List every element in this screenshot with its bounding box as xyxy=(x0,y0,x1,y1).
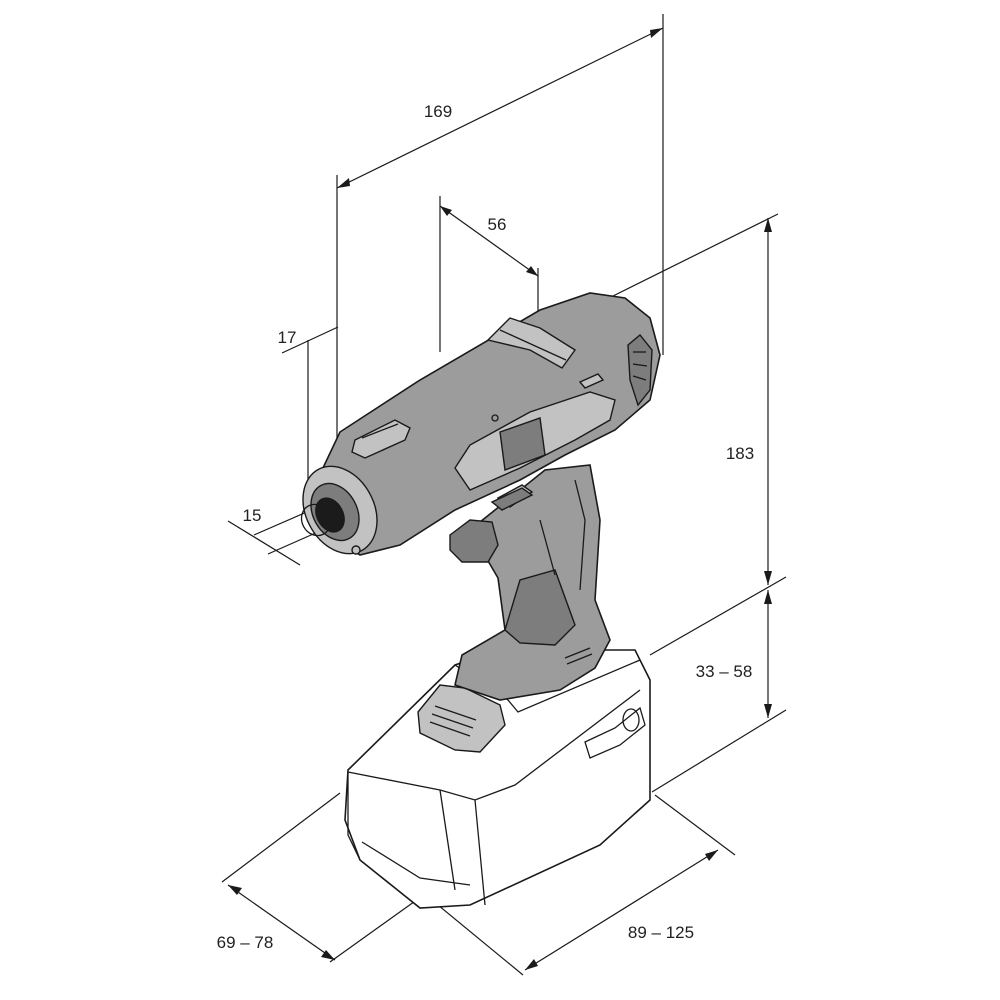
label-depth: 89 – 125 xyxy=(628,923,694,942)
label-chuck-diameter: 15 xyxy=(243,506,262,525)
battery-release-button xyxy=(417,684,506,753)
dimension-labels: 169 56 17 15 183 33 – 58 69 – 78 89 – 12… xyxy=(217,102,755,952)
tool-housing xyxy=(317,292,661,556)
label-chuck-offset: 17 xyxy=(278,328,297,347)
tool-handle xyxy=(449,464,611,701)
dimension-lines xyxy=(221,14,787,976)
trigger xyxy=(449,519,499,563)
label-height-body: 183 xyxy=(726,444,754,463)
label-width: 69 – 78 xyxy=(217,933,274,952)
battery-pack xyxy=(344,649,651,909)
label-height-battery: 33 – 58 xyxy=(696,662,753,681)
label-length-total: 169 xyxy=(424,102,452,121)
charge-indicator-icon xyxy=(622,708,640,732)
battery-logo-badge xyxy=(584,706,646,759)
tool-nose xyxy=(300,465,378,555)
label-length-head: 56 xyxy=(488,215,507,234)
dimension-arrows xyxy=(228,28,772,970)
front-label-slot xyxy=(351,419,411,459)
speed-selector-band xyxy=(486,317,577,369)
